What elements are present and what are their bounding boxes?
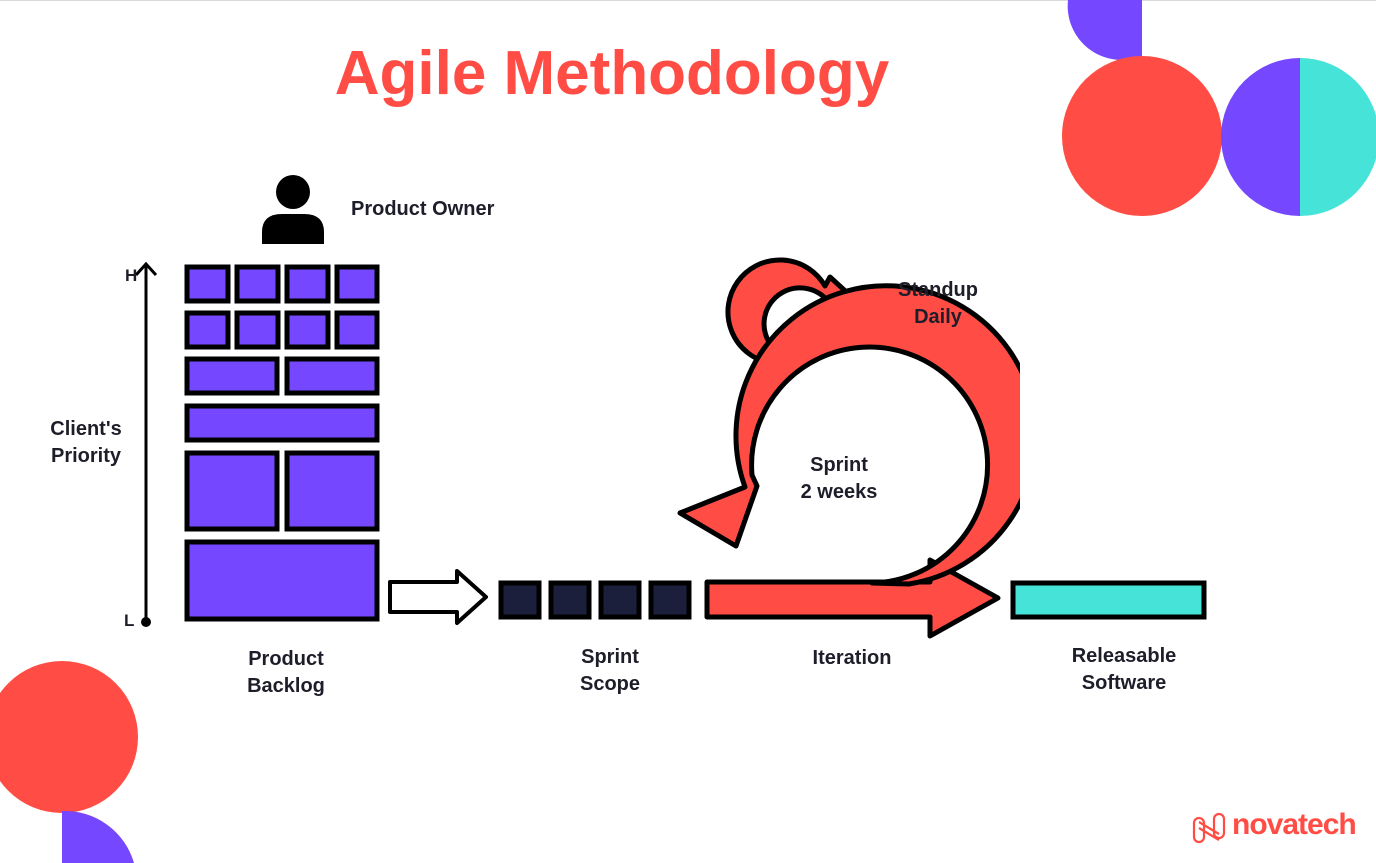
decorative-shapes-bottom-left: [0, 661, 138, 863]
backlog-item: [334, 310, 380, 350]
releasable-software-bar: [1010, 580, 1207, 620]
iteration-loop-icon: [677, 257, 1020, 639]
axis-low-label: L: [124, 611, 135, 630]
client-priority-line1: Client's: [50, 418, 122, 440]
standup-line2: Daily: [914, 306, 962, 328]
flow-arrow-icon: [388, 569, 488, 625]
backlog-item: [284, 450, 380, 532]
purple-half-circle: [1067, 0, 1142, 60]
client-priority-label: Client's Priority: [36, 416, 136, 470]
red-circle: [1062, 56, 1222, 216]
purple-quarter: [62, 810, 134, 863]
novatech-logo: novatech: [1192, 808, 1362, 846]
backlog-item: [184, 539, 380, 622]
sprint-item: [548, 580, 592, 620]
backlog-item: [184, 264, 231, 304]
backlog-item: [184, 356, 280, 396]
releasable-line2: Software: [1081, 672, 1167, 694]
product-backlog-label: Product Backlog: [226, 646, 346, 700]
sprint-scope-label: Sprint Scope: [550, 644, 670, 698]
sprint-scope-blocks: [498, 580, 692, 620]
page-title: Agile Methodology: [334, 39, 890, 108]
backlog-item: [234, 264, 281, 304]
top-border: [0, 0, 1376, 1]
sprint-item: [648, 580, 692, 620]
standup-label: Standup Daily: [878, 277, 998, 331]
sprint-cycle-label: Sprint 2 weeks: [779, 452, 899, 506]
sprint-cycle-line2: 2 weeks: [800, 481, 878, 503]
backlog-item: [284, 310, 331, 350]
sprint-scope-line1: Sprint: [581, 646, 639, 668]
sprint-cycle-line1: Sprint: [810, 454, 868, 476]
client-priority-line2: Priority: [50, 445, 122, 467]
backlog-item: [184, 310, 231, 350]
decorative-shapes-top-right: [1062, 0, 1376, 216]
sprint-scope-line2: Scope: [579, 673, 641, 695]
person-icon: [262, 175, 324, 244]
axis-high-label: H: [125, 266, 138, 285]
backlog-item: [284, 264, 331, 304]
standup-loop-arrow: [725, 257, 857, 366]
teal-half-disc: [1300, 58, 1376, 216]
backlog-item: [334, 264, 380, 304]
backlog-item: [234, 310, 281, 350]
product-backlog-line2: Backlog: [247, 675, 325, 697]
sprint-item: [498, 580, 542, 620]
product-backlog-stack: [184, 264, 380, 622]
priority-axis: [134, 261, 158, 627]
brand-name: novatech: [1232, 808, 1357, 841]
purple-half-disc: [1221, 58, 1300, 216]
novatech-logo-icon: [1192, 812, 1226, 844]
backlog-item: [284, 356, 380, 396]
releasable-line1: Releasable: [1071, 645, 1177, 667]
backlog-item: [184, 403, 380, 443]
sprint-item: [598, 580, 642, 620]
backlog-item: [184, 450, 280, 532]
standup-line1: Standup: [898, 279, 978, 301]
product-owner-label: Product Owner: [351, 198, 495, 220]
iteration-label: Iteration: [812, 647, 892, 669]
releasable-software-label: Releasable Software: [1044, 643, 1204, 697]
red-circle: [0, 661, 138, 813]
product-backlog-line1: Product: [248, 648, 324, 670]
